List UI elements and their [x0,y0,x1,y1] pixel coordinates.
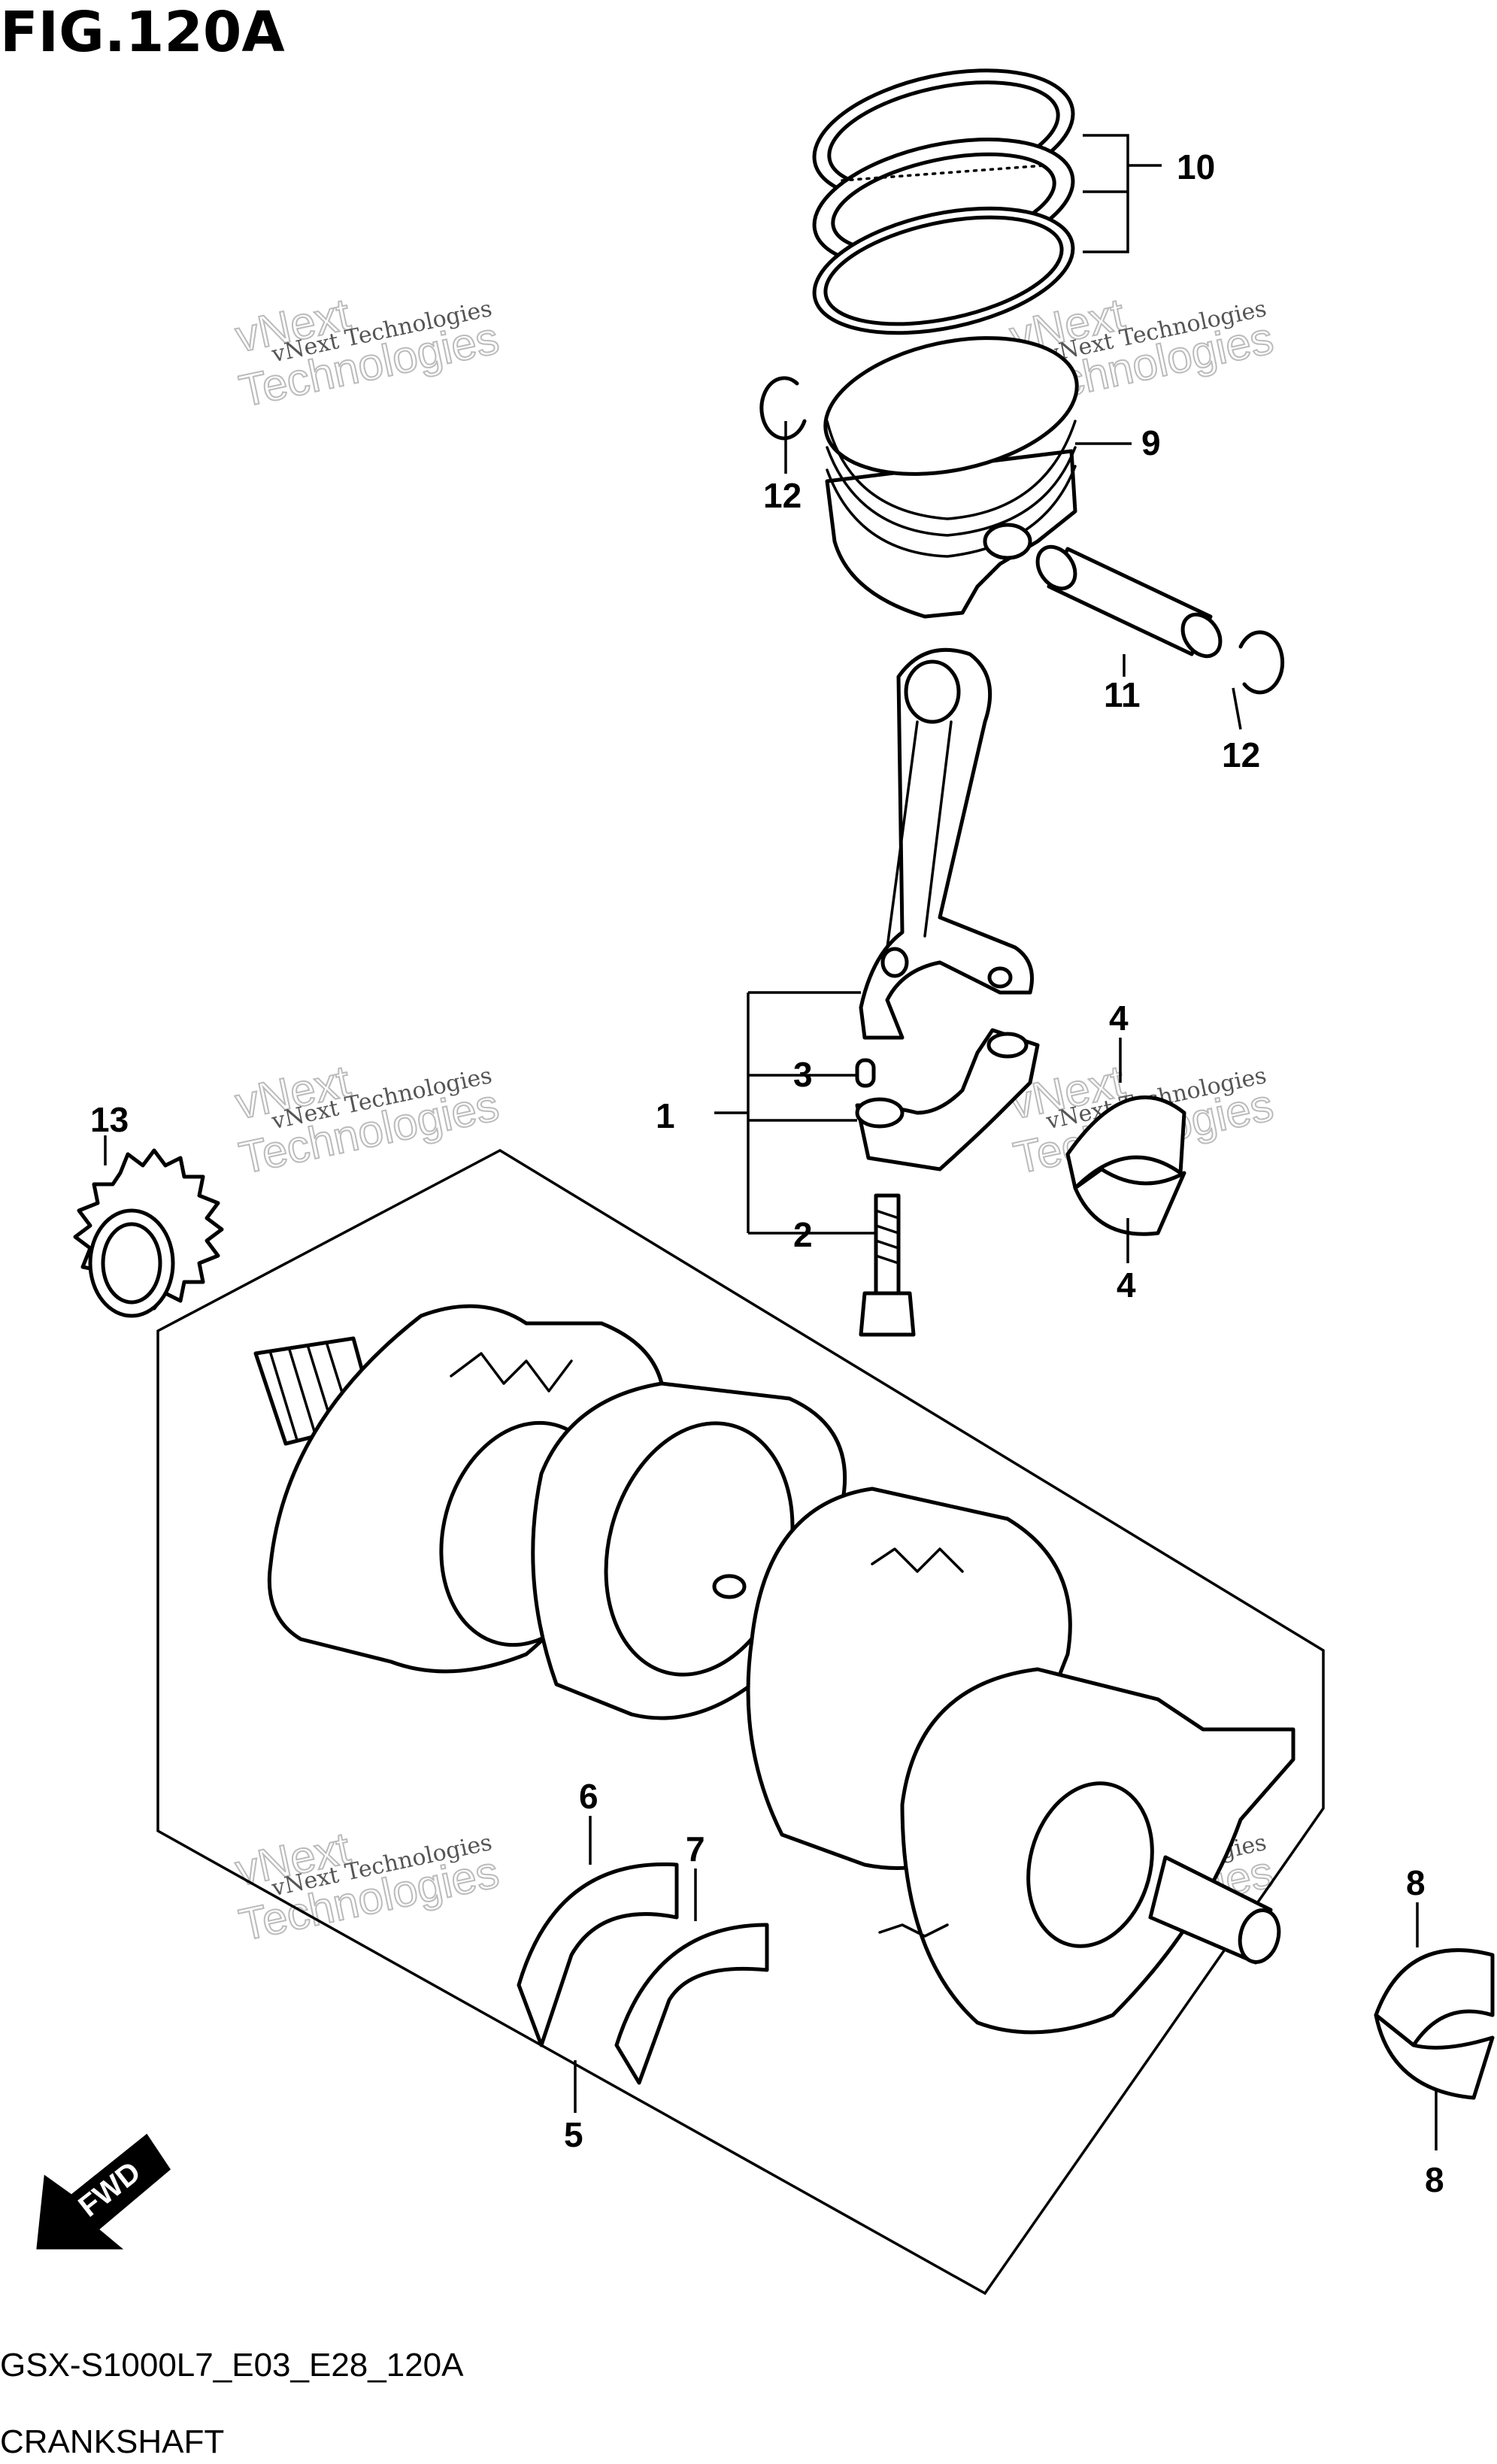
callout-3: 3 [793,1055,813,1094]
dowel-pin-part-3[interactable] [855,1058,876,1088]
journal-bearing-part-8[interactable] [1374,1948,1495,2100]
callout-9: 9 [1141,423,1161,462]
figure-title: FIG.120A [0,0,285,65]
fwd-arrow-icon: FWD [36,2133,171,2250]
circlip-part-12-upper[interactable] [759,376,807,441]
piston-rings-part-10[interactable] [802,49,1085,353]
callout-8-upper: 8 [1406,1863,1426,1902]
piston-pin-part-11[interactable] [1030,540,1228,663]
callout-1: 1 [656,1096,675,1135]
callout-8-lower: 8 [1425,2160,1444,2199]
conrod-bolt-part-2[interactable] [859,1193,916,1337]
leader-lines [104,134,1438,2150]
callout-2: 2 [793,1215,813,1254]
crankshaft-part-5[interactable] [253,1304,1295,2035]
callout-12-upper: 12 [763,476,802,515]
callout-13: 13 [90,1100,129,1139]
watermark-1: vNext vNext Technologies Technologies [230,288,504,417]
callout-5: 5 [564,2115,583,2154]
watermark-5: vNext vNext Technologies Technologies [230,1822,504,1951]
callout-6: 6 [579,1777,598,1816]
circlip-part-12-lower[interactable] [1238,630,1285,695]
callout-12-lower: 12 [1222,735,1260,774]
callout-4-lower: 4 [1117,1265,1136,1305]
watermark-3: vNext vNext Technologies Technologies [230,1055,504,1184]
callout-11: 11 [1104,675,1141,714]
piston-part-9[interactable] [813,317,1089,619]
figure-code: GSX-S1000L7_E03_E28_120A [0,2347,464,2384]
thrust-bearing-part-7[interactable] [614,1923,769,2085]
callout-labels: 10 9 12 11 12 4 3 1 4 2 13 6 7 5 8 8 [90,147,1444,2199]
figure-name: CRANKSHAFT [0,2423,224,2460]
conrod-bearing-part-4[interactable] [1065,1095,1186,1236]
thrust-bearing-part-6[interactable] [517,1862,679,2047]
crankshaft-assembly-box [156,1148,1325,2296]
watermark-2: vNext vNext Technologies Technologies [1005,288,1278,417]
callout-7: 7 [686,1829,705,1868]
connecting-rod-part-1[interactable] [855,647,1040,1171]
callout-10: 10 [1177,147,1215,186]
crank-sprocket-part-13[interactable] [73,1148,224,1318]
callout-4-upper: 4 [1109,999,1129,1038]
